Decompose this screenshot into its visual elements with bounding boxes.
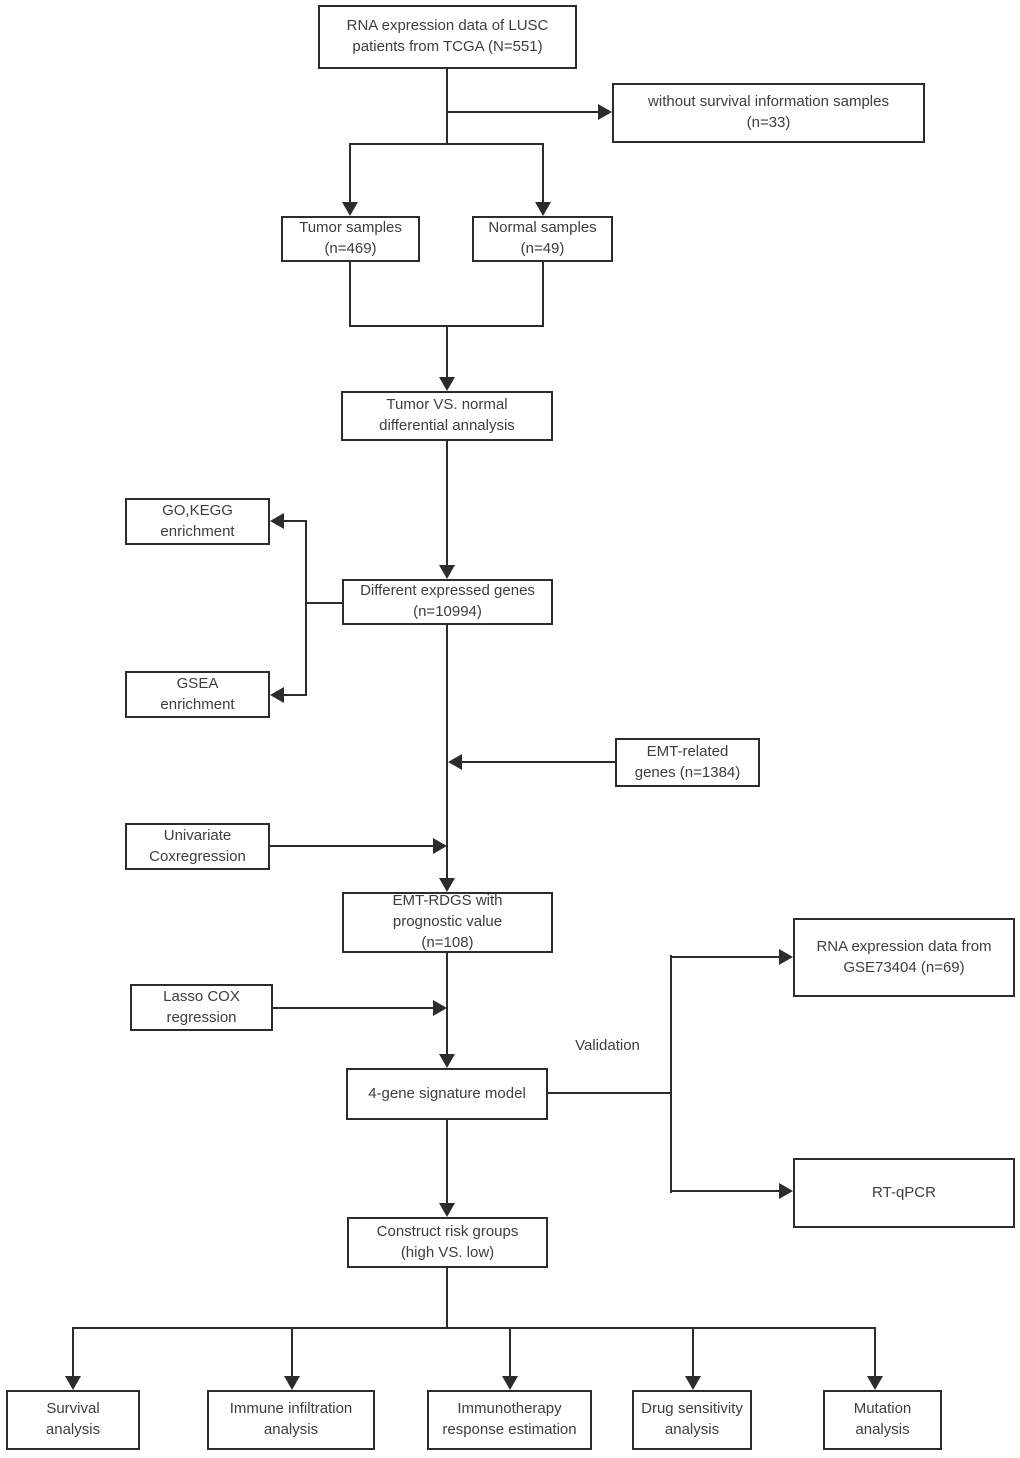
arrowhead-immune-infiltration [284, 1376, 300, 1390]
node-survival-analysis-label: Survival analysis [45, 1400, 101, 1438]
arrowhead-gse73404 [779, 949, 793, 965]
connector-lasso-hline [273, 1007, 434, 1009]
node-excluded-samples: without survival information samples (n=… [612, 83, 925, 143]
node-normal-samples: Normal samples (n=49) [472, 216, 613, 262]
node-immune-infiltration-label: Immune infiltration analysis [229, 1400, 353, 1438]
node-drug-sensitivity: Drug sensitivity analysis [632, 1390, 752, 1450]
connector-fanout-hline [72, 1327, 876, 1329]
arrowhead-drug-sensitivity [685, 1376, 701, 1390]
arrowhead-normal [535, 202, 551, 216]
node-go-kegg-enrichment: GO,KEGG enrichment [125, 498, 270, 545]
arrowhead-deg [439, 565, 455, 579]
node-deg: Different expressed genes (n=10994) [342, 579, 553, 625]
connector-to-excluded-hline [447, 111, 598, 113]
arrowhead-signature [439, 1054, 455, 1068]
node-deg-label: Different expressed genes (n=10994) [360, 582, 535, 620]
node-emt-rdgs-label: EMT-RDGS with prognostic value (n=108) [392, 892, 503, 951]
connector-to-gokegg-hline [282, 520, 306, 522]
node-survival-analysis: Survival analysis [6, 1390, 140, 1450]
connector-fanout-immune-vline [291, 1327, 293, 1376]
connector-merge-hline [349, 325, 544, 327]
node-tcga-data-label: RNA expression data of LUSC patients fro… [346, 17, 549, 55]
connector-signature-to-validation-hline [548, 1092, 671, 1094]
connector-signature-to-risk-vline [446, 1120, 448, 1203]
connector-diff-to-deg-vline [446, 441, 448, 565]
arrowhead-diff-analysis [439, 377, 455, 391]
node-rt-qpcr-label: RT-qPCR [872, 1183, 936, 1201]
node-signature-model: 4-gene signature model [346, 1068, 548, 1120]
arrowhead-tumor [342, 202, 358, 216]
connector-deg-to-branch-hline [305, 602, 343, 604]
arrowhead-gokegg [270, 513, 284, 529]
node-excluded-samples-label: without survival information samples (n=… [648, 93, 889, 131]
node-differential-analysis-label: Tumor VS. normal differential annalysis [379, 396, 515, 434]
node-emt-related-genes: EMT-related genes (n=1384) [615, 738, 760, 787]
node-gse73404: RNA expression data from GSE73404 (n=69) [793, 918, 1015, 997]
connector-enrichment-branch-vline [305, 520, 307, 696]
connector-split-to-tumor-vline [349, 143, 351, 203]
arrowhead-excluded [598, 104, 612, 120]
node-immune-infiltration: Immune infiltration analysis [207, 1390, 375, 1450]
node-mutation-analysis: Mutation analysis [823, 1390, 942, 1450]
node-gse73404-label: RNA expression data from GSE73404 (n=69) [816, 937, 992, 976]
connector-tcga-to-split-vline [446, 69, 448, 145]
arrowhead-survival [65, 1376, 81, 1390]
connector-univariate-hline [270, 845, 434, 847]
connector-normal-to-merge-vline [542, 262, 544, 327]
connector-emtrdgs-to-signature-vline [446, 953, 448, 1054]
connector-emtgenes-hline [461, 761, 615, 763]
node-mutation-analysis-label: Mutation analysis [853, 1400, 912, 1438]
node-rt-qpcr: RT-qPCR [793, 1158, 1015, 1228]
node-emt-related-genes-label: EMT-related genes (n=1384) [634, 742, 741, 781]
node-drug-sensitivity-label: Drug sensitivity analysis [641, 1400, 743, 1438]
node-normal-samples-label: Normal samples (n=49) [488, 219, 597, 257]
connector-fanout-immunotherapy-vline [509, 1327, 511, 1376]
node-lasso-cox-label: Lasso COX regression [163, 987, 240, 1026]
connector-deg-to-emtrdgs-vline [446, 625, 448, 878]
node-risk-groups: Construct risk groups (high VS. low) [347, 1217, 548, 1268]
connector-fanout-survival-vline [72, 1327, 74, 1376]
connector-risk-to-fanout-vline [446, 1268, 448, 1329]
node-univariate-cox-label: Univariate Coxregression [149, 826, 246, 865]
node-gsea-enrichment-label: GSEA enrichment [160, 674, 235, 713]
arrowhead-univariate-into-flow [433, 838, 447, 854]
node-signature-model-label: 4-gene signature model [368, 1084, 526, 1102]
connector-to-rtqpcr-hline [670, 1190, 780, 1192]
node-go-kegg-enrichment-label: GO,KEGG enrichment [160, 501, 235, 540]
node-tumor-samples-label: Tumor samples (n=469) [299, 219, 402, 257]
node-risk-groups-label: Construct risk groups (high VS. low) [376, 1222, 519, 1261]
arrowhead-risk-groups [439, 1203, 455, 1217]
node-lasso-cox: Lasso COX regression [130, 984, 273, 1031]
node-immunotherapy-response-label: Immunotherapy response estimation [442, 1400, 577, 1438]
arrowhead-lasso-into-flow [433, 1000, 447, 1016]
connector-merge-to-diff-vline [446, 325, 448, 377]
arrowhead-emtgenes-into-flow [448, 754, 462, 770]
arrowhead-mutation [867, 1376, 883, 1390]
arrowhead-rtqpcr [779, 1183, 793, 1199]
node-tumor-samples: Tumor samples (n=469) [281, 216, 420, 262]
node-immunotherapy-response: Immunotherapy response estimation [427, 1390, 592, 1450]
arrowhead-emt-rdgs [439, 878, 455, 892]
node-univariate-cox: Univariate Coxregression [125, 823, 270, 870]
connector-fanout-mutation-vline [874, 1327, 876, 1376]
node-differential-analysis: Tumor VS. normal differential annalysis [341, 391, 553, 441]
arrowhead-immunotherapy [502, 1376, 518, 1390]
validation-label: Validation [575, 1037, 640, 1054]
connector-fanout-drug-vline [692, 1327, 694, 1376]
connector-split-top-hline [349, 143, 544, 145]
connector-to-gsea-hline [282, 694, 306, 696]
arrowhead-gsea [270, 687, 284, 703]
connector-tumor-to-merge-vline [349, 262, 351, 327]
connector-split-to-normal-vline [542, 143, 544, 203]
node-tcga-data: RNA expression data of LUSC patients fro… [318, 5, 577, 69]
connector-validation-branch-vline [670, 955, 672, 1193]
node-emt-rdgs: EMT-RDGS with prognostic value (n=108) [342, 892, 553, 953]
connector-to-gse73404-hline [670, 956, 780, 958]
node-gsea-enrichment: GSEA enrichment [125, 671, 270, 718]
